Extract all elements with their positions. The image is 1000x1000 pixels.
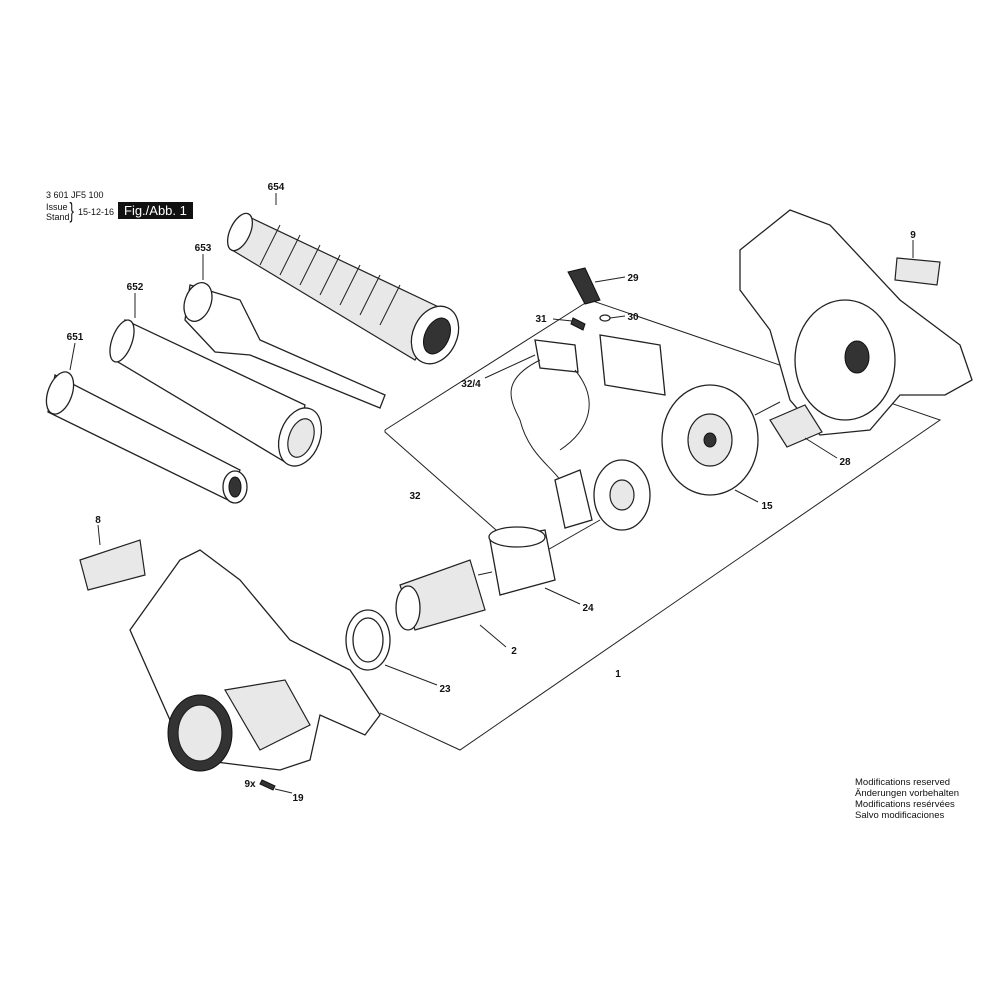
callout-32-4: 32/4 — [461, 379, 481, 390]
notice-line-fr: Modifications resérvées — [855, 799, 955, 810]
callout-1: 1 — [615, 669, 621, 680]
part-28-label — [769, 404, 823, 448]
part-2-motor — [395, 559, 493, 631]
callout-2: 2 — [511, 646, 517, 657]
callout-654: 654 — [268, 182, 285, 193]
part-15-fan — [661, 384, 759, 496]
part-electronics-board — [599, 334, 666, 396]
callout-23: 23 — [439, 684, 451, 695]
part-31-spring — [570, 317, 586, 331]
assembly-bracket-32 — [384, 430, 601, 561]
leader-lines — [69, 193, 914, 794]
assembly-bracket-1 — [379, 299, 942, 751]
part-number: 3 601 JF5 100 — [46, 190, 104, 200]
stand-label: Stand — [46, 212, 70, 222]
callout-19: 19 — [292, 793, 304, 804]
callout-652: 652 — [127, 282, 144, 293]
part-screw — [754, 401, 781, 416]
callout-30: 30 — [627, 312, 639, 323]
notice-line-en: Modifications reserved — [855, 777, 951, 788]
part-23-ring — [345, 609, 391, 671]
callout-15: 15 — [761, 501, 773, 512]
part-24-motor-mount — [488, 526, 556, 596]
callout-29: 29 — [627, 273, 639, 284]
issue-date: 15-12-16 — [78, 207, 115, 217]
callout-8: 8 — [95, 515, 101, 526]
part-30-pin — [599, 314, 611, 322]
part-652-blow-tube — [109, 319, 323, 467]
part-651-tube — [45, 371, 248, 504]
notice-line-es: Salvo modificaciones — [855, 810, 945, 821]
callout-651: 651 — [67, 332, 84, 343]
callout-31: 31 — [535, 314, 547, 325]
notice-line-de: Änderungen vorbehalten — [855, 788, 960, 799]
modifications-notice: Modifications reserved Änderungen vorbeh… — [855, 777, 959, 821]
part-housing-right — [739, 209, 973, 436]
part-9-label — [894, 257, 941, 286]
issue-label: Issue — [46, 202, 68, 212]
callout-28: 28 — [839, 457, 851, 468]
callout-24: 24 — [582, 603, 594, 614]
callout-9x: 9x — [244, 779, 256, 790]
part-653-nozzle — [183, 282, 386, 409]
part-housing-left — [129, 549, 381, 772]
callout-653: 653 — [195, 243, 212, 254]
wiring — [510, 359, 590, 491]
part-654-flexible-hose — [226, 212, 460, 365]
part-19-screw — [259, 779, 276, 791]
issue-stand-label: Issue Stand — [46, 202, 70, 222]
part-8-label — [79, 539, 146, 591]
brace: } — [69, 198, 74, 223]
figure-label: Fig./Abb. 1 — [118, 202, 193, 219]
part-32-4-connector — [534, 339, 579, 373]
callout-32: 32 — [409, 491, 421, 502]
part-29-switch — [567, 267, 601, 305]
part-motor-plate — [554, 459, 651, 531]
callout-9: 9 — [910, 230, 916, 241]
